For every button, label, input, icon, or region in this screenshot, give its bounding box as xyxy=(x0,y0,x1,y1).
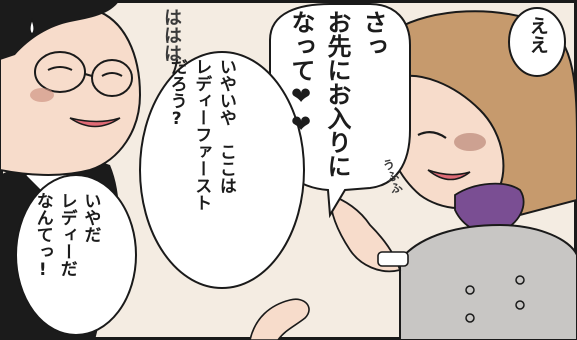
bubble-woman-small xyxy=(508,7,566,77)
bubble-woman-small-line1: ええ xyxy=(526,16,549,54)
woman-mouth xyxy=(427,169,471,181)
watch xyxy=(377,251,409,267)
bubble-woman-small-text: ええ xyxy=(526,16,549,54)
bubble-woman-main-line1: さっ xyxy=(359,10,387,58)
bubble-woman-main-line2: お先にお入りに xyxy=(323,10,351,178)
bubble-man-bottom-text: いやだ レディーだ なんてっ! xyxy=(30,192,101,280)
bubble-man-middle xyxy=(139,51,305,289)
bubble-man-middle-line1: いやいや ここは xyxy=(215,58,236,194)
bubble-man-middle-text: いやいや ここは レディーファースト だろう? xyxy=(164,58,238,211)
bubble-man-bottom-line2: レディーだ xyxy=(56,192,77,277)
bubble-man-bottom-line3: なんてっ! xyxy=(32,192,53,280)
woman-coat xyxy=(399,223,577,340)
bubble-man-bottom xyxy=(15,174,137,336)
bubble-man-middle-line2: レディーファースト xyxy=(191,58,212,211)
man-laugh-sfx: ははは xyxy=(161,8,182,62)
man-hand xyxy=(249,298,310,340)
man-mouth xyxy=(69,117,121,128)
bubble-man-middle-line3: だろう? xyxy=(166,58,187,129)
man-hair xyxy=(0,0,120,60)
bubble-woman-main-line3: なって❤❤ xyxy=(287,10,315,138)
man-glasses xyxy=(34,51,86,93)
bubble-man-bottom-line1: いやだ xyxy=(80,192,101,243)
bubble-woman-main-text: さっ お先にお入りに なって❤❤ xyxy=(283,10,391,178)
